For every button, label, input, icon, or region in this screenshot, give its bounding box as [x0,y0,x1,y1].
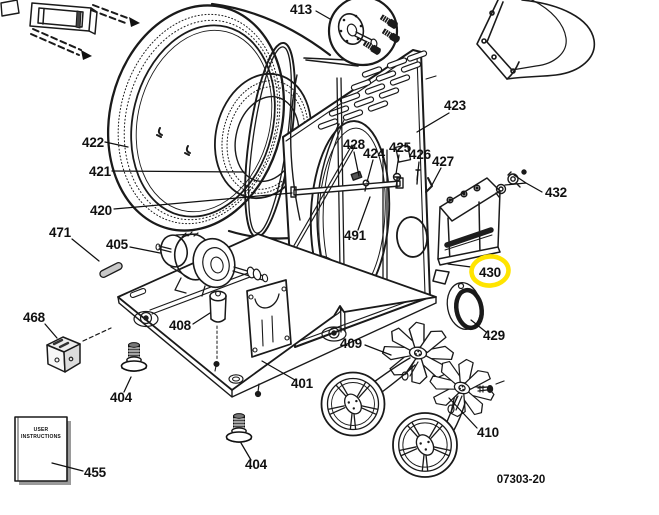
fan-housing-cover [476,0,596,80]
part-label-430: 430 [479,265,501,280]
highlight-ellipse-430 [469,254,511,288]
capacitor [209,290,227,372]
leader-427 [431,167,442,186]
leader-423 [416,112,450,133]
leader-471 [71,238,100,262]
booklet-title-line1: USER [34,427,49,433]
leader-424 [366,159,374,183]
leader-422 [104,141,129,148]
damper-pad [99,261,123,279]
part-label-491: 491 [344,228,367,243]
leader-410 [448,397,478,429]
part-label-404-left: 404 [110,390,133,405]
part-label-427: 427 [432,154,454,169]
leader-432 [504,174,543,193]
part-label-409: 409 [340,336,362,351]
leader-401 [261,360,296,381]
leader-430 [447,263,472,268]
fan-screw [477,380,505,394]
leader-404-left [123,376,132,393]
foot-screw-right [225,412,253,444]
foot-screw-left [120,341,148,373]
hub-detail-balloon-2 [392,396,466,478]
leader-421 [111,170,245,173]
drawing-number: 07303-20 [497,474,546,486]
part-label-424: 424 [363,146,386,161]
hub-detail-balloon-1 [320,357,416,437]
direction-arrow-icon [30,4,131,56]
part-label-426: 426 [409,147,432,162]
part-label-408: 408 [169,318,192,333]
small-fasteners [350,169,433,193]
part-labels: 413 422 421 420 423 428 424 425 426 427 … [23,2,567,480]
part-label-471: 471 [49,225,72,240]
leader-420 [113,192,293,210]
corner-bracket-part [0,0,20,17]
part-label-422: 422 [82,135,104,150]
instructions-booklet [14,416,71,485]
panel-vent-slots [317,50,428,130]
leader-408 [192,312,211,325]
leader-428 [353,151,360,177]
switch-block [46,327,112,373]
part-label-401: 401 [291,376,314,391]
heater-assembly [432,177,501,285]
part-label-405: 405 [106,237,129,252]
leader-425 [395,154,400,175]
part-label-428: 428 [343,137,366,152]
leader-405 [129,246,161,254]
booklet-title-line2: INSTRUCTIONS [21,434,61,440]
vent-grille-duct [29,2,98,35]
leader-409 [364,344,392,356]
part-label-425: 425 [389,140,412,155]
leader-404-right [240,442,252,461]
leader-413 [315,10,331,20]
part-label-468: 468 [23,310,46,325]
leader-468 [44,323,58,339]
leader-lines [44,10,543,472]
part-label-410: 410 [477,425,499,440]
part-label-423: 423 [444,98,467,113]
part-label-413: 413 [290,2,313,17]
leader-429 [470,319,487,333]
part-label-421: 421 [89,164,112,179]
part-label-429: 429 [483,328,505,343]
part-label-455: 455 [84,465,107,480]
leader-491 [357,196,371,231]
panel-opening [309,77,391,333]
part-label-420: 420 [90,203,112,218]
detail-balloon-413 [303,0,401,67]
fan-impeller-409 [378,317,458,389]
direction-arrowheads [81,17,140,60]
leader-455 [51,462,84,472]
support-bar-491 [290,144,404,251]
motor [155,231,269,297]
support-bracket [246,279,292,358]
part-label-432: 432 [545,185,567,200]
outlet-ring [446,282,484,331]
leader-426 [416,161,420,181]
panel-hole [395,144,428,258]
part-label-404-right: 404 [245,457,268,472]
